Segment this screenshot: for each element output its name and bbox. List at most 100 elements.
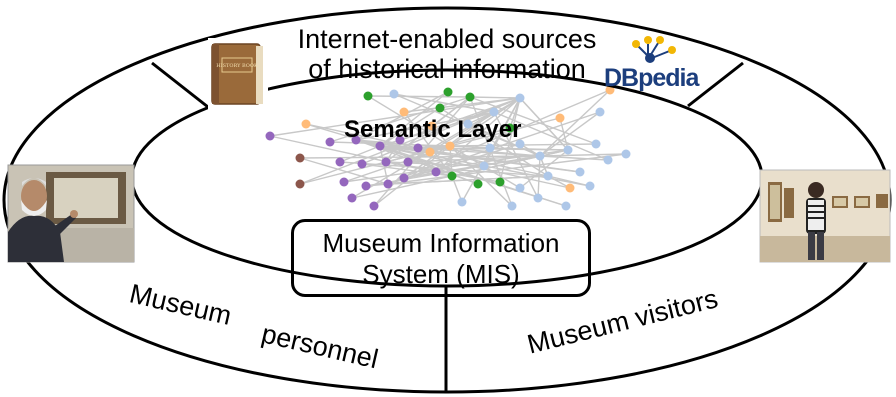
graph-node	[395, 135, 405, 145]
graph-node	[535, 151, 545, 161]
graph-edge	[379, 91, 449, 147]
graph-edge	[385, 96, 471, 163]
graph-edge	[393, 93, 495, 113]
graph-edge	[299, 97, 521, 185]
graph-node	[565, 183, 575, 193]
graph-node	[463, 119, 473, 129]
graph-edge	[367, 95, 451, 147]
ring-divider-top-right	[687, 61, 744, 108]
museum-personnel-photo	[7, 164, 135, 263]
graph-edge	[449, 97, 521, 147]
semantic-graph	[187, 85, 711, 212]
graph-node	[413, 143, 423, 153]
graph-node	[335, 157, 345, 167]
graph-node	[363, 91, 373, 101]
graph-node	[515, 183, 525, 193]
graph-node	[533, 193, 543, 203]
graph-edge	[399, 97, 521, 141]
dbpedia-logo	[632, 36, 676, 63]
graph-node	[515, 93, 525, 103]
graph-edge	[339, 145, 381, 163]
graph-node	[389, 89, 399, 99]
graph-edge	[451, 149, 569, 177]
graph-node	[339, 177, 349, 187]
graph-node	[457, 197, 467, 207]
graph-node	[443, 87, 453, 97]
ring-divider-top-left	[151, 61, 209, 109]
graph-edge	[351, 175, 453, 199]
graph-node	[347, 193, 357, 203]
svg-text:HISTORY BOOK: HISTORY BOOK	[216, 63, 258, 69]
graph-node	[403, 157, 413, 167]
graph-node	[361, 181, 371, 191]
graph-node	[447, 171, 457, 181]
graph-node	[399, 173, 409, 183]
graph-edge	[329, 141, 451, 147]
graph-node	[543, 171, 553, 181]
graph-node	[445, 141, 455, 151]
graph-edge	[467, 123, 541, 157]
graph-node	[621, 149, 631, 159]
graph-node	[375, 141, 385, 151]
graph-edge	[379, 107, 441, 147]
graph-edge	[493, 111, 609, 161]
graph-node	[563, 145, 573, 155]
graph-node	[515, 139, 525, 149]
semantic-layer-label: Semantic Layer	[344, 116, 522, 143]
graph-edge	[537, 155, 541, 199]
graph-node	[399, 107, 409, 117]
graph-node	[485, 143, 495, 153]
graph-edge	[519, 149, 569, 189]
graph-node	[473, 179, 483, 189]
graph-node	[427, 121, 437, 131]
graph-edge	[469, 96, 521, 99]
graph-node	[435, 103, 445, 113]
graph-node	[465, 92, 475, 102]
graph-node	[605, 85, 615, 95]
graph-edge	[299, 161, 387, 185]
graph-node	[425, 147, 435, 157]
graph-node	[591, 139, 601, 149]
graph-node	[603, 155, 613, 165]
sources-label: Internet-enabled sources of historical i…	[282, 24, 612, 84]
graph-node	[383, 179, 393, 189]
graph-node	[295, 179, 305, 189]
graph-edge	[499, 97, 521, 183]
graph-edge	[269, 135, 453, 177]
graph-edge	[269, 97, 521, 137]
graph-edge	[355, 139, 567, 207]
museum-visitors-photo	[759, 169, 891, 263]
graph-node	[351, 135, 361, 145]
mis-line-1: Museum Information	[322, 228, 560, 258]
graph-node	[489, 107, 499, 117]
graph-node	[325, 137, 335, 147]
graph-node	[369, 201, 379, 211]
mis-box: Museum Information System (MIS)	[291, 219, 591, 297]
graph-edge	[367, 95, 471, 98]
graph-edge	[449, 145, 453, 177]
graph-node	[595, 107, 605, 117]
sources-line-1: Internet-enabled sources	[297, 24, 597, 54]
graph-edge	[539, 153, 627, 157]
graph-edge	[387, 153, 627, 185]
graph-edge	[469, 96, 597, 145]
graph-node	[357, 159, 367, 169]
graph-edge	[449, 145, 513, 207]
graph-edge	[299, 157, 389, 185]
graph-node	[301, 119, 311, 129]
graph-edge	[329, 96, 471, 143]
graph-node	[381, 157, 391, 167]
graph-node	[495, 177, 505, 187]
graph-node	[431, 167, 441, 177]
graph-node	[479, 161, 489, 171]
graph-node	[555, 113, 565, 123]
dbpedia-logo-text: DBpedia	[604, 64, 699, 92]
history-book-image: HISTORY BOOK	[208, 38, 268, 110]
graph-node	[295, 153, 305, 163]
graph-node	[505, 123, 515, 133]
graph-edge	[539, 155, 609, 161]
graph-edge	[493, 111, 539, 199]
graph-node	[561, 201, 571, 211]
mis-line-2: System (MIS)	[362, 259, 520, 289]
